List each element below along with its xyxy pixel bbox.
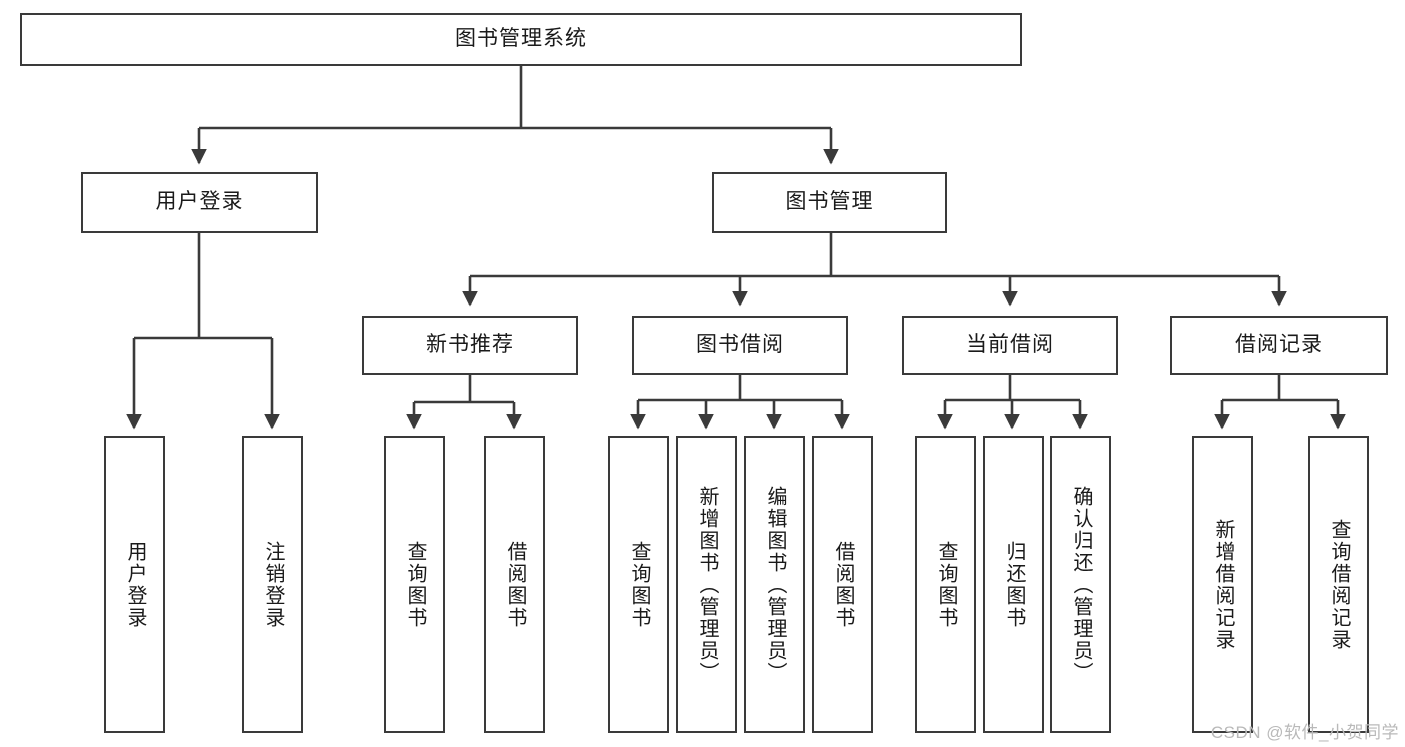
node-leaf-borrow-book-1[interactable]: 借阅图书 bbox=[484, 436, 545, 733]
node-leaf-logout-login-label: 注销登录 bbox=[262, 540, 284, 629]
node-new-book-recommend[interactable]: 新书推荐 bbox=[362, 316, 578, 375]
node-leaf-borrow-book-2[interactable]: 借阅图书 bbox=[812, 436, 873, 733]
node-user-login-label: 用户登录 bbox=[155, 190, 244, 214]
node-root-label: 图书管理系统 bbox=[455, 27, 587, 51]
node-leaf-edit-book[interactable]: 编辑图书（管理员） bbox=[744, 436, 805, 733]
node-leaf-query-book-3-label: 查询图书 bbox=[935, 540, 957, 629]
node-leaf-confirm-return-label: 确认归还（管理员） bbox=[1070, 485, 1092, 684]
node-leaf-query-record-label: 查询借阅记录 bbox=[1328, 518, 1350, 651]
node-book-borrow-label: 图书借阅 bbox=[696, 333, 784, 357]
node-book-manage-label: 图书管理 bbox=[785, 190, 874, 214]
node-leaf-query-book-2-label: 查询图书 bbox=[628, 540, 650, 629]
node-leaf-confirm-return[interactable]: 确认归还（管理员） bbox=[1050, 436, 1111, 733]
node-book-borrow[interactable]: 图书借阅 bbox=[632, 316, 848, 375]
node-leaf-edit-book-label: 编辑图书（管理员） bbox=[764, 485, 786, 684]
node-leaf-query-book-2[interactable]: 查询图书 bbox=[608, 436, 669, 733]
node-current-borrow-label: 当前借阅 bbox=[966, 333, 1054, 357]
node-root[interactable]: 图书管理系统 bbox=[20, 13, 1022, 66]
node-leaf-user-login[interactable]: 用户登录 bbox=[104, 436, 165, 733]
csdn-watermark: CSDN @软件_小贺同学 bbox=[1210, 723, 1399, 742]
node-leaf-borrow-book-1-label: 借阅图书 bbox=[504, 540, 526, 629]
node-leaf-add-book-label: 新增图书（管理员） bbox=[696, 485, 718, 684]
node-leaf-query-book-1[interactable]: 查询图书 bbox=[384, 436, 445, 733]
node-leaf-query-record[interactable]: 查询借阅记录 bbox=[1308, 436, 1369, 733]
node-book-manage[interactable]: 图书管理 bbox=[712, 172, 947, 233]
node-leaf-logout-login[interactable]: 注销登录 bbox=[242, 436, 303, 733]
node-leaf-return-book-label: 归还图书 bbox=[1003, 540, 1025, 629]
node-user-login[interactable]: 用户登录 bbox=[81, 172, 318, 233]
node-leaf-query-book-1-label: 查询图书 bbox=[404, 540, 426, 629]
node-borrow-record[interactable]: 借阅记录 bbox=[1170, 316, 1388, 375]
node-borrow-record-label: 借阅记录 bbox=[1235, 333, 1323, 357]
node-leaf-return-book[interactable]: 归还图书 bbox=[983, 436, 1044, 733]
node-leaf-borrow-book-2-label: 借阅图书 bbox=[832, 540, 854, 629]
node-leaf-add-book[interactable]: 新增图书（管理员） bbox=[676, 436, 737, 733]
node-leaf-add-record[interactable]: 新增借阅记录 bbox=[1192, 436, 1253, 733]
node-current-borrow[interactable]: 当前借阅 bbox=[902, 316, 1118, 375]
node-leaf-query-book-3[interactable]: 查询图书 bbox=[915, 436, 976, 733]
node-leaf-add-record-label: 新增借阅记录 bbox=[1212, 518, 1234, 651]
node-leaf-user-login-label: 用户登录 bbox=[124, 540, 146, 629]
node-new-book-recommend-label: 新书推荐 bbox=[426, 333, 514, 357]
